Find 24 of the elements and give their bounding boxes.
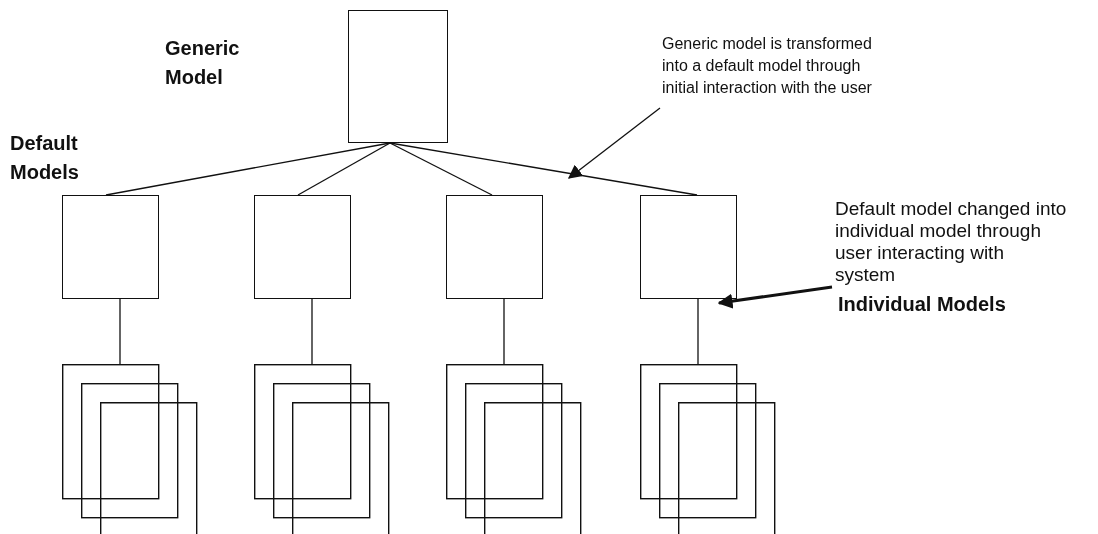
connector-line: [119, 298, 121, 365]
group-label: Default Models: [10, 131, 80, 185]
callout-text: Default model changed into individual model through user interacting with system: [835, 198, 1067, 286]
connector-line: [389, 142, 493, 196]
connector-line: [697, 298, 699, 365]
model-box: [640, 195, 737, 299]
model-box: [446, 195, 543, 299]
connector-line: [105, 142, 391, 196]
stacked-model-boxes: [62, 364, 198, 534]
model-box: [348, 10, 448, 143]
leader-arrow: [567, 107, 661, 179]
stacked-model-boxes: [640, 364, 776, 534]
connector-line: [297, 142, 391, 196]
group-label: Individual Models: [838, 292, 1007, 317]
connector-line: [717, 285, 833, 309]
model-box: [254, 195, 351, 299]
group-label: Generic Model: [165, 36, 241, 90]
model-box: [62, 195, 159, 299]
connector-line: [503, 298, 505, 365]
stacked-model-boxes: [446, 364, 582, 534]
stacked-model-boxes: [254, 364, 390, 534]
connector-line: [389, 142, 698, 196]
callout-text: Generic model is transformed into a default model through initial interaction with the user: [662, 33, 884, 99]
connector-line: [311, 298, 313, 365]
